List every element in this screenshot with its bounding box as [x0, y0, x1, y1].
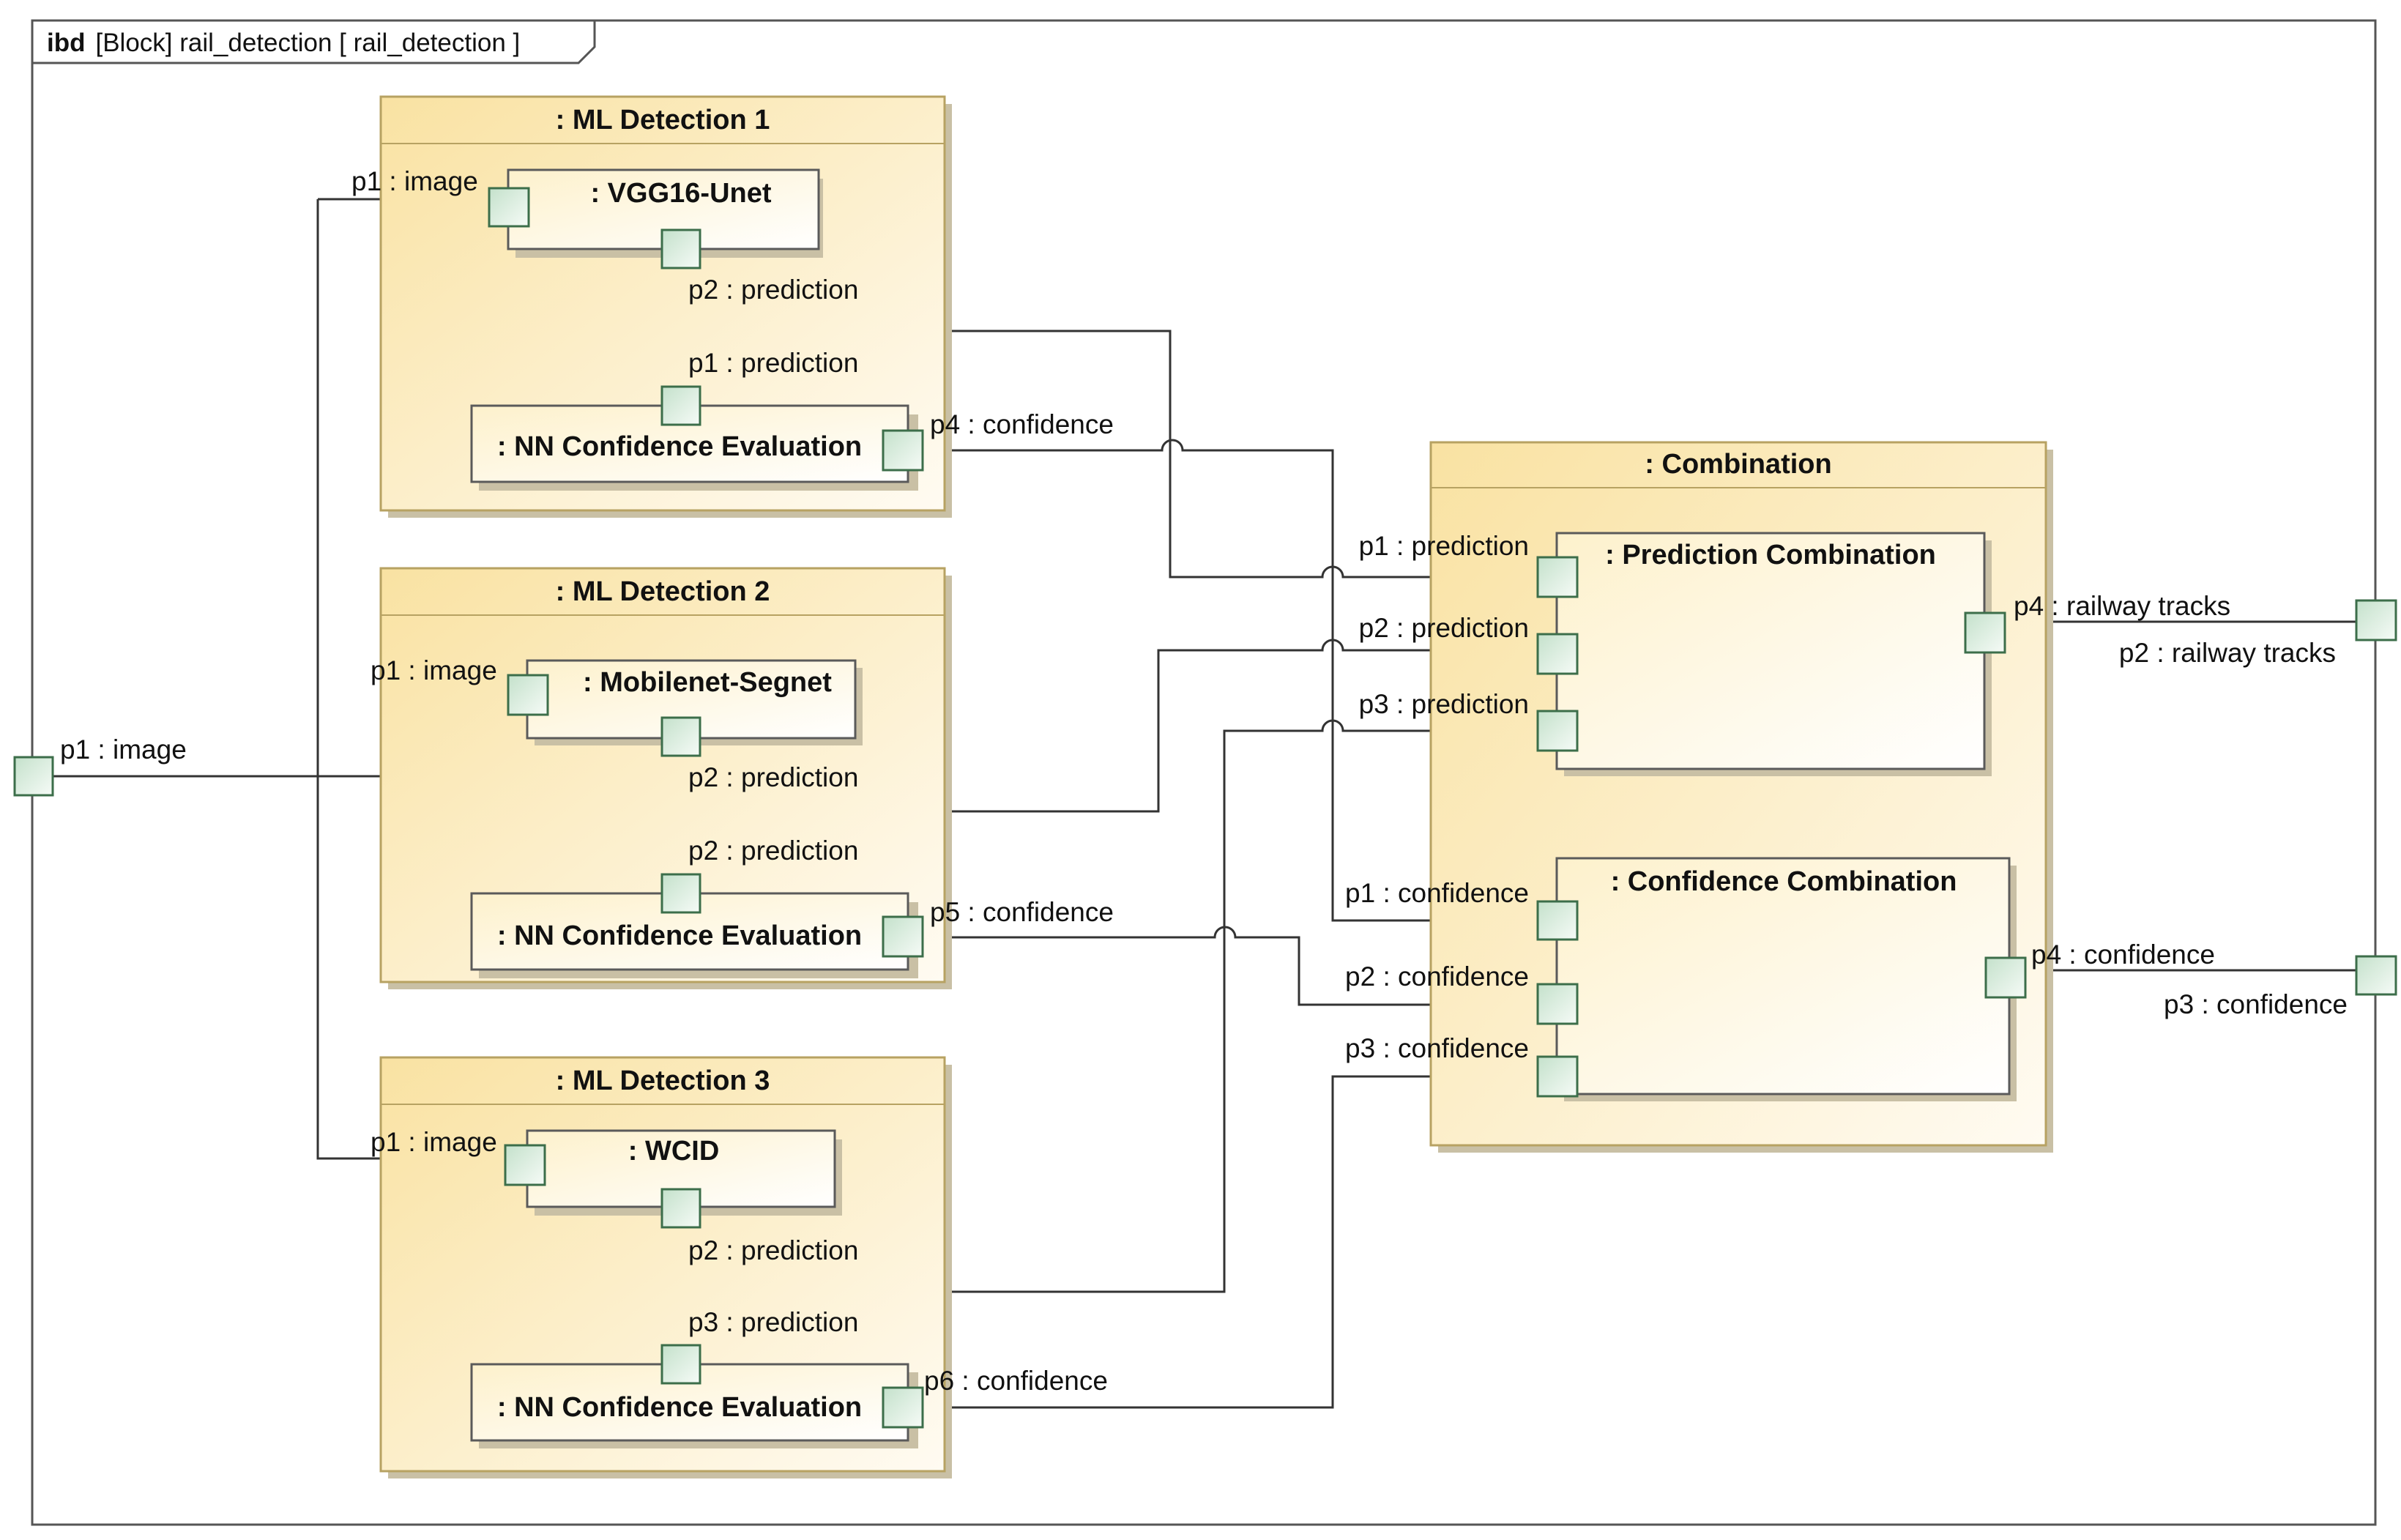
boundary-confidence-port[interactable]	[2355, 955, 2397, 996]
ml1-pred-in-port[interactable]	[660, 385, 701, 426]
wcid-part: : WCID	[628, 1136, 720, 1167]
combination-title: : Combination	[1645, 449, 1831, 480]
ml1-confidence-port[interactable]	[882, 429, 924, 472]
frame-title: [Block] rail_detection [ rail_detection …	[95, 29, 520, 57]
wire-conf1	[923, 439, 1557, 922]
conf-comb-in-label-2: p2 : confidence	[1345, 961, 1529, 992]
ml3-confidence-label: p6 : confidence	[924, 1366, 1108, 1396]
ml2-pred-in-label: p2 : prediction	[688, 836, 858, 866]
boundary-railway-tracks-port[interactable]	[2355, 599, 2397, 641]
ml2-confidence-port[interactable]	[882, 915, 924, 958]
pred-comb-in-port-2[interactable]	[1536, 633, 1579, 675]
ml-detection-3-block: : ML Detection 3 : WCID : NN Confidence …	[371, 1056, 1108, 1478]
ml1-confidence-label: p4 : confidence	[930, 409, 1114, 439]
ml3-image-port-label: p1 : image	[371, 1127, 497, 1157]
ml2-confidence-label: p5 : confidence	[930, 897, 1114, 927]
boundary-image-port[interactable]	[13, 756, 54, 797]
wire-pred1	[681, 330, 1557, 579]
ml2-image-port[interactable]	[507, 674, 549, 716]
nn-confidence-evaluation-2: : NN Confidence Evaluation	[497, 920, 862, 951]
ml1-pred-out-port[interactable]	[660, 228, 701, 269]
ml3-pred-in-label: p3 : prediction	[688, 1307, 858, 1337]
pred-comb-in-label-2: p2 : prediction	[1359, 613, 1529, 643]
ml3-image-port[interactable]	[504, 1144, 546, 1186]
ml1-image-port[interactable]	[488, 187, 530, 228]
boundary-ports: p1 : image p2 : railway tracks p3 : conf…	[13, 599, 2397, 1019]
boundary-confidence-label: p3 : confidence	[2164, 989, 2348, 1019]
conf-comb-in-port-2[interactable]	[1536, 983, 1579, 1025]
pred-comb-in-label-1: p1 : prediction	[1359, 531, 1529, 561]
pred-comb-in-label-3: p3 : prediction	[1359, 689, 1529, 719]
ml-detection-1-block: : ML Detection 1 : VGG16-Unet : NN Confi…	[351, 95, 1114, 518]
wire-pred3	[681, 719, 1557, 1293]
ml3-pred-out-label: p2 : prediction	[688, 1235, 858, 1265]
nn-confidence-evaluation-1: : NN Confidence Evaluation	[497, 431, 862, 462]
combination-block: : Combination : Prediction Combination :…	[1345, 441, 2230, 1153]
ml1-pred-in-label: p1 : prediction	[688, 348, 858, 378]
pred-comb-in-port-3[interactable]	[1536, 710, 1579, 752]
pred-comb-in-port-1[interactable]	[1536, 556, 1579, 598]
ml3-pred-out-port[interactable]	[660, 1188, 701, 1229]
wire-pred2	[681, 639, 1557, 813]
ml-detection-3-title: : ML Detection 3	[556, 1065, 770, 1096]
confidence-combination-title: : Confidence Combination	[1611, 866, 1957, 897]
ml2-pred-in-port[interactable]	[660, 873, 701, 914]
conf-comb-in-label-1: p1 : confidence	[1345, 878, 1529, 908]
ml2-image-port-label: p1 : image	[371, 655, 497, 685]
ml-detection-1-title: : ML Detection 1	[556, 105, 770, 135]
frame-kind: ibd	[47, 29, 85, 57]
conf-comb-out-label: p4 : confidence	[2031, 940, 2215, 970]
ml2-pred-out-port[interactable]	[660, 716, 701, 757]
wire-conf2	[923, 926, 1557, 1006]
prediction-combination-title: : Prediction Combination	[1605, 540, 1936, 570]
boundary-image-label: p1 : image	[60, 734, 187, 765]
boundary-railway-tracks-label: p2 : railway tracks	[2119, 638, 2336, 668]
vgg16-unet-part: : VGG16-Unet	[590, 178, 771, 209]
pred-comb-out-port[interactable]	[1964, 611, 2006, 654]
ml-detection-2-block: : ML Detection 2 : Mobilenet-Segnet : NN…	[371, 567, 1114, 989]
conf-comb-in-label-3: p3 : confidence	[1345, 1033, 1529, 1063]
ml3-pred-in-port[interactable]	[660, 1344, 701, 1385]
frame-header: ibd [Block] rail_detection [ rail_detecti…	[47, 29, 520, 57]
conf-comb-out-port[interactable]	[1984, 956, 2027, 999]
pred-comb-out-label: p4 : railway tracks	[2014, 591, 2230, 621]
ml1-image-port-label: p1 : image	[351, 166, 478, 196]
conf-comb-in-port-3[interactable]	[1536, 1055, 1579, 1098]
ml-detection-2-title: : ML Detection 2	[556, 576, 770, 607]
ml3-confidence-port[interactable]	[882, 1386, 924, 1429]
mobilenet-segnet-part: : Mobilenet-Segnet	[583, 667, 832, 698]
nn-confidence-evaluation-3: : NN Confidence Evaluation	[497, 1392, 862, 1423]
conf-comb-in-port-1[interactable]	[1536, 900, 1579, 941]
ml2-pred-out-label: p2 : prediction	[688, 762, 858, 792]
ml1-pred-out-label: p2 : prediction	[688, 275, 858, 305]
